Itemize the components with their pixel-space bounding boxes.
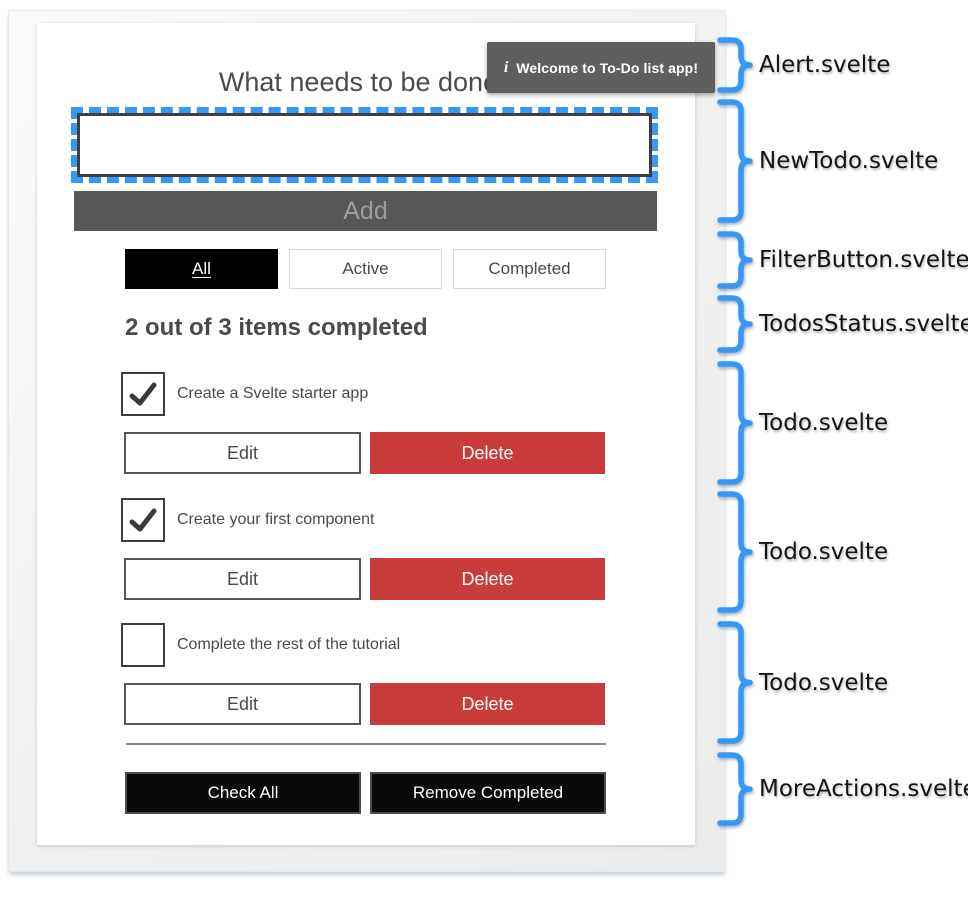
filter-button-group: All Active Completed: [125, 249, 606, 289]
edit-button[interactable]: Edit: [124, 432, 361, 474]
annotation-label: FilterButton.svelte: [759, 247, 968, 273]
annotation-label: Todo.svelte: [759, 539, 889, 565]
edit-button[interactable]: Edit: [124, 558, 361, 600]
page-title: What needs to be done?: [218, 67, 514, 97]
checkmark-icon: [129, 508, 157, 532]
annotation-label: Alert.svelte: [759, 52, 891, 78]
todo-button-row: Edit Delete: [124, 558, 605, 600]
todo-item: Create a Svelte starter app Edit Delete: [121, 372, 605, 478]
todo-app-card: What needs to be done? Add All Active Co…: [37, 23, 695, 845]
checkmark-icon: [129, 382, 157, 406]
info-icon: i: [503, 58, 509, 76]
todo-button-row: Edit Delete: [124, 432, 605, 474]
filter-completed-button[interactable]: Completed: [453, 249, 606, 289]
annotation-label: MoreActions.svelte: [759, 776, 968, 802]
todo-label: Create your first component: [177, 511, 375, 528]
todo-item: Complete the rest of the tutorial Edit D…: [121, 623, 605, 729]
todo-label: Complete the rest of the tutorial: [177, 636, 401, 653]
annotation-label: TodosStatus.svelte: [759, 311, 968, 337]
alert-toast[interactable]: i Welcome to To-Do list app!: [487, 42, 715, 93]
todo-label: Create a Svelte starter app: [177, 385, 369, 402]
todo-checkbox[interactable]: [121, 623, 165, 667]
divider: [126, 743, 606, 745]
todos-status-heading: 2 out of 3 items completed: [125, 314, 428, 341]
filter-active-button[interactable]: Active: [289, 249, 442, 289]
new-todo-input[interactable]: [71, 107, 658, 183]
todo-checkbox[interactable]: [121, 372, 165, 416]
delete-button[interactable]: Delete: [370, 683, 605, 725]
edit-button[interactable]: Edit: [124, 683, 361, 725]
more-actions-row: Check All Remove Completed: [125, 772, 606, 814]
annotation-label: NewTodo.svelte: [759, 148, 939, 174]
todo-checkbox[interactable]: [121, 498, 165, 542]
annotation-label: Todo.svelte: [759, 669, 889, 696]
annotation-label: Todo.svelte: [759, 410, 889, 436]
todo-button-row: Edit Delete: [124, 683, 605, 725]
todo-item: Create your first component Edit Delete: [121, 498, 605, 604]
delete-button[interactable]: Delete: [370, 432, 605, 474]
remove-completed-button[interactable]: Remove Completed: [370, 772, 606, 814]
add-button[interactable]: Add: [74, 191, 657, 231]
delete-button[interactable]: Delete: [370, 558, 605, 600]
alert-text: Welcome to To-Do list app!: [516, 59, 699, 76]
filter-all-button[interactable]: All: [125, 249, 278, 289]
check-all-button[interactable]: Check All: [125, 772, 361, 814]
